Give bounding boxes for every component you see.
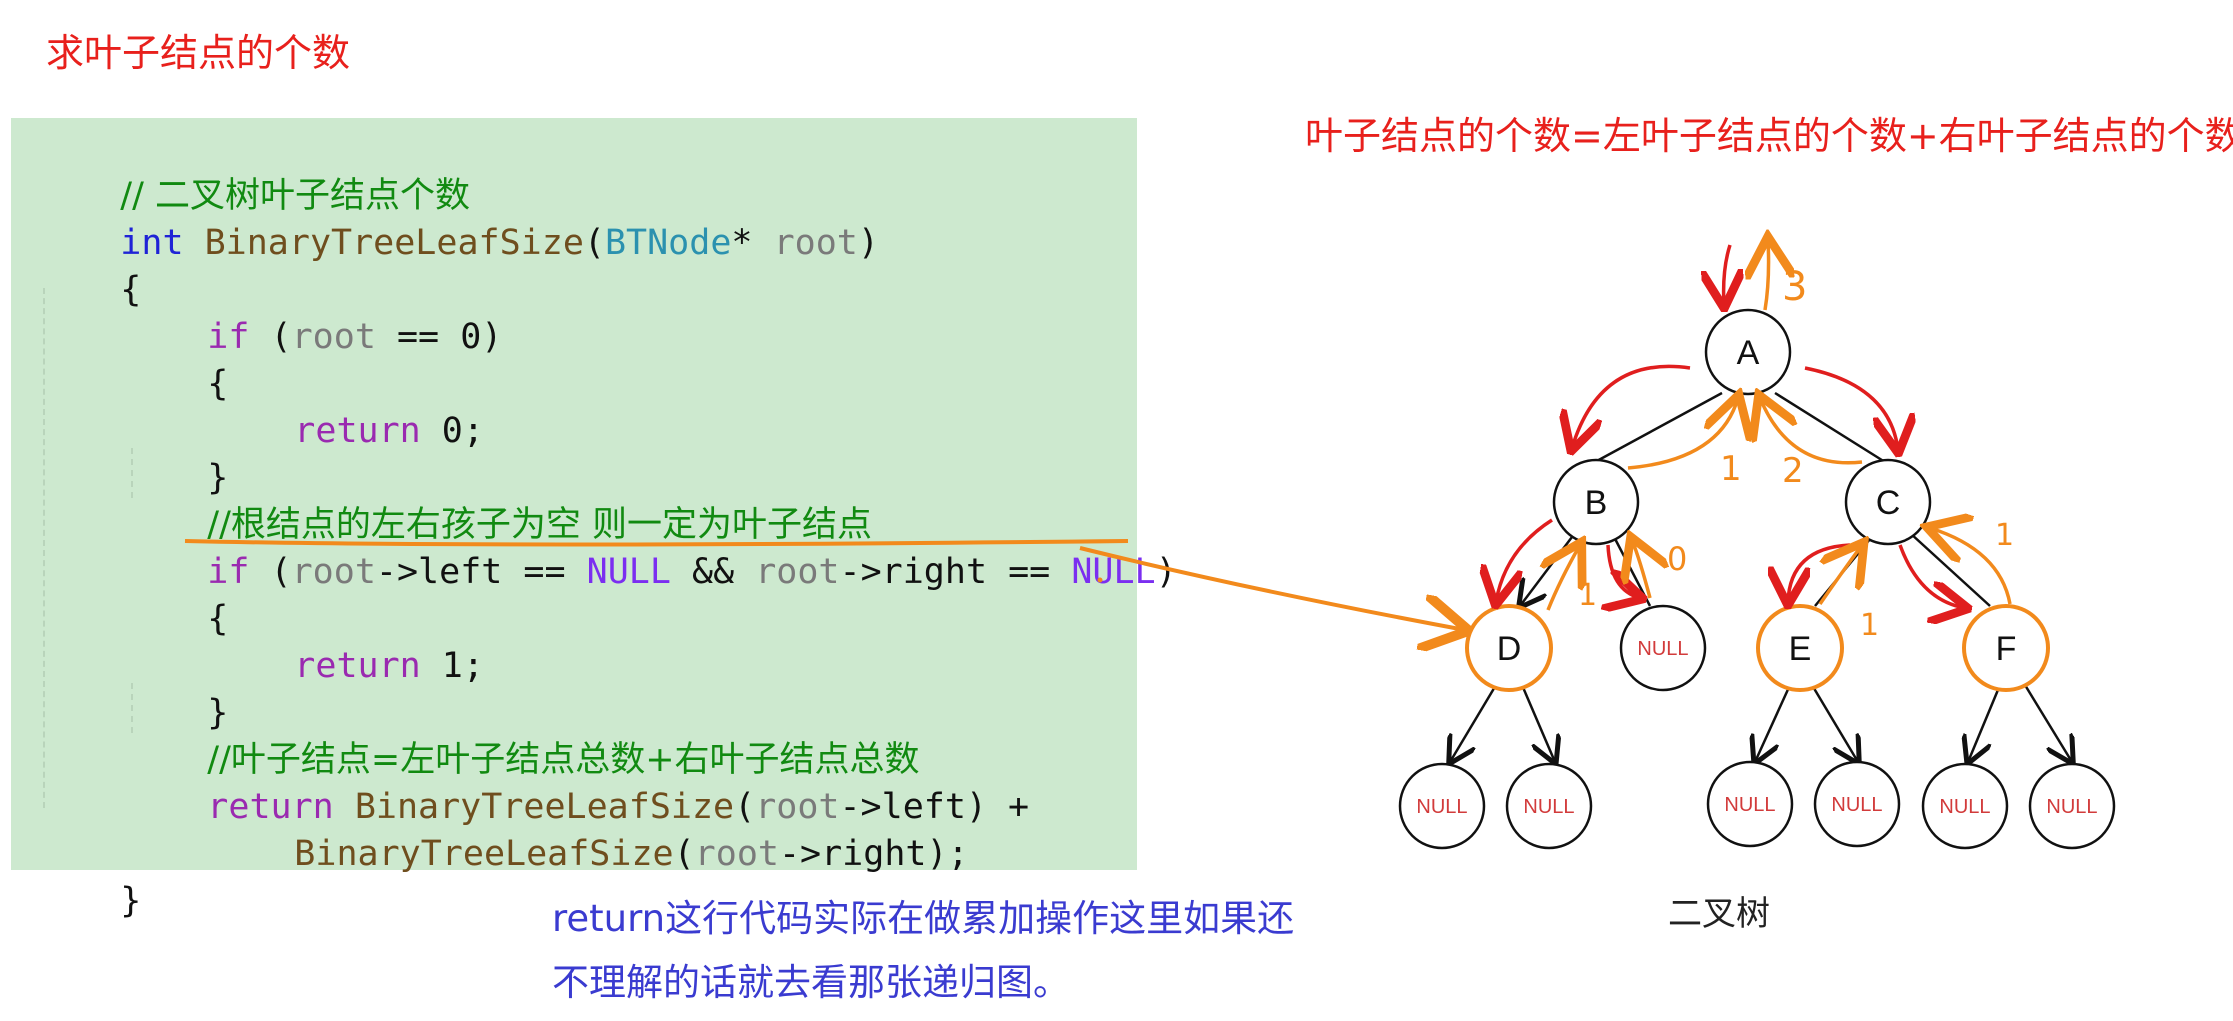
null-label-d1: NULL — [1416, 796, 1467, 818]
pointer-arrow-to-d — [1079, 546, 1465, 630]
null-label-d2: NULL — [1523, 796, 1574, 818]
code-line-7: } — [207, 458, 229, 498]
condition-underline — [184, 539, 1129, 547]
type-btnode: BTNode — [604, 223, 732, 263]
code-line-9: if (root->left == NULL && root->right ==… — [207, 552, 1177, 592]
count-label-ec: 1 — [1860, 608, 1879, 643]
comment-header: // 二叉树叶子结点个数 — [120, 176, 471, 216]
null-label-f2: NULL — [2046, 796, 2097, 818]
kw-if: if — [207, 317, 250, 357]
code-line-6: return 0; — [294, 411, 484, 451]
node-null-e2 — [1813, 760, 1901, 848]
orange-dot — [1097, 577, 1103, 583]
tree-edges — [1450, 391, 2072, 762]
page-title: 求叶子结点的个数 — [46, 31, 351, 75]
code-line-11: return 1; — [294, 646, 484, 686]
node-label-f: F — [1996, 630, 2017, 668]
node-label-c: C — [1876, 484, 1901, 522]
comment-sum: //叶子结点=左叶子结点总数+右叶子结点总数 — [207, 740, 920, 780]
note-line-2: 不理解的话就去看那张递归图。 — [552, 961, 1070, 1004]
node-label-d: D — [1497, 630, 1522, 668]
null-label-e2: NULL — [1831, 794, 1882, 816]
indent-guide — [131, 683, 133, 733]
code-line-5: { — [207, 364, 229, 404]
count-label-ac: 2 — [1782, 451, 1804, 491]
node-null-f1 — [1921, 762, 2009, 850]
node-null-e1 — [1706, 760, 1794, 848]
comment-leaf: //根结点的左右孩子为空 则一定为叶子结点 — [207, 505, 873, 545]
code-line-13: //叶子结点=左叶子结点总数+右叶子结点总数 — [123, 690, 919, 780]
code-line-8: //根结点的左右孩子为空 则一定为叶子结点 — [123, 455, 872, 545]
code-panel: // 二叉树叶子结点个数 int BinaryTreeLeafSize(BTNo… — [11, 118, 1177, 921]
code-line-2: int BinaryTreeLeafSize(BTNode* root) — [120, 223, 879, 263]
code-line-4: if (root == 0) — [207, 317, 503, 357]
indent-guide — [43, 288, 45, 808]
return-up-arrows — [1548, 240, 2012, 611]
code-line-1: // 二叉树叶子结点个数 — [36, 126, 470, 216]
param-root: root — [773, 223, 858, 263]
kw-return: return — [294, 411, 421, 451]
node-null-b — [1619, 604, 1707, 692]
count-label-nullb: 0 — [1667, 540, 1687, 578]
node-f — [1962, 604, 2050, 692]
node-null-d1 — [1398, 762, 1486, 850]
code-line-16: } — [120, 881, 142, 921]
indent-guide — [131, 448, 133, 498]
code-line-10: { — [207, 599, 229, 639]
count-label-a: 3 — [1782, 264, 1807, 310]
kw-int: int — [120, 223, 184, 263]
null-label-b: NULL — [1637, 638, 1688, 660]
node-label-e: E — [1789, 630, 1812, 668]
formula-text: 叶子结点的个数=左叶子结点的个数+右叶子结点的个数 — [1305, 114, 2233, 158]
node-c — [1844, 458, 1932, 546]
code-line-3: { — [120, 270, 142, 310]
node-label-b: B — [1585, 484, 1608, 522]
null-label-e1: NULL — [1724, 794, 1775, 816]
count-label-ab: 1 — [1720, 449, 1742, 489]
tree-caption: 二叉树 — [1668, 894, 1770, 934]
count-label-fc: 1 — [1995, 518, 2014, 553]
node-null-f2 — [2028, 762, 2116, 850]
count-label-db: 1 — [1578, 578, 1597, 613]
null-label-f1: NULL — [1939, 796, 1990, 818]
code-line-14: return BinaryTreeLeafSize(root->left) + — [207, 787, 1030, 827]
node-label-a: A — [1737, 334, 1760, 372]
function-name: BinaryTreeLeafSize — [204, 223, 584, 263]
node-null-d2 — [1505, 762, 1593, 850]
note-line-1: return这行代码实际在做累加操作这里如果还 — [552, 897, 1295, 940]
recursion-down-arrows — [1496, 244, 1965, 608]
code-line-15: BinaryTreeLeafSize(root->right); — [294, 834, 969, 874]
tree-nodes — [1398, 308, 2116, 850]
code-line-12: } — [207, 693, 229, 733]
